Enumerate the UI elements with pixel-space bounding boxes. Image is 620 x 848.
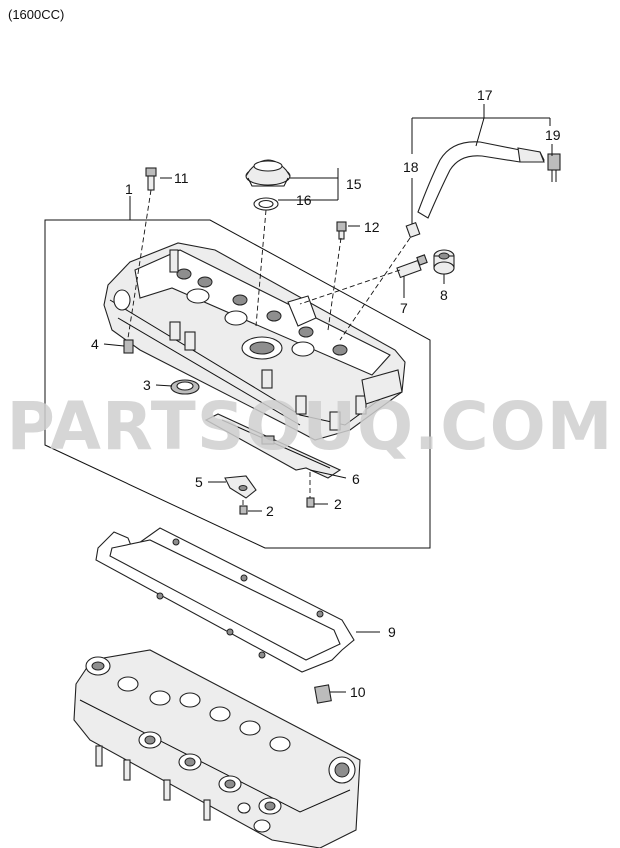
bolt-11[interactable] [145,167,157,191]
pcv-valve-7[interactable] [396,254,428,279]
seal-ring-3[interactable] [170,379,200,395]
assembly-frame [44,196,431,549]
bracket-5[interactable] [224,475,257,499]
oil-filler-cap[interactable] [245,159,291,187]
callout-2-b: 2 [334,496,342,512]
callout-18: 18 [403,159,419,175]
callout-5: 5 [195,474,203,490]
grommet-8[interactable] [433,249,455,275]
baffle-plate-6[interactable] [204,413,342,479]
rocker-cover[interactable] [103,242,406,441]
callout-9: 9 [388,624,396,640]
callout-16: 16 [296,192,312,208]
leader-lines [103,104,553,693]
callout-1: 1 [125,181,133,197]
bolt-12[interactable] [336,221,347,240]
bolt-2-a[interactable] [239,505,248,515]
bolt-2-b[interactable] [306,497,315,508]
callout-6: 6 [352,471,360,487]
callout-17: 17 [477,87,493,103]
rocker-cover-gasket-9[interactable] [95,527,355,673]
dowel-pin-4[interactable] [123,339,134,354]
breather-hose-17[interactable] [417,141,545,219]
callout-3: 3 [143,377,151,393]
hose-fitting-18[interactable] [405,221,421,239]
callout-10: 10 [350,684,366,700]
callout-4: 4 [91,336,99,352]
callout-12: 12 [364,219,380,235]
hose-clip-19[interactable] [547,153,561,182]
callout-2-a: 2 [266,503,274,519]
cylinder-head [73,649,361,848]
callout-8: 8 [440,287,448,303]
callout-19: 19 [545,127,561,143]
engine-variant-title: (1600CC) [8,7,65,22]
callout-15: 15 [346,176,362,192]
callout-11: 11 [174,170,189,186]
plug-seal-10[interactable] [314,684,332,704]
callout-7: 7 [400,300,408,316]
filler-cap-gasket[interactable] [253,197,279,211]
